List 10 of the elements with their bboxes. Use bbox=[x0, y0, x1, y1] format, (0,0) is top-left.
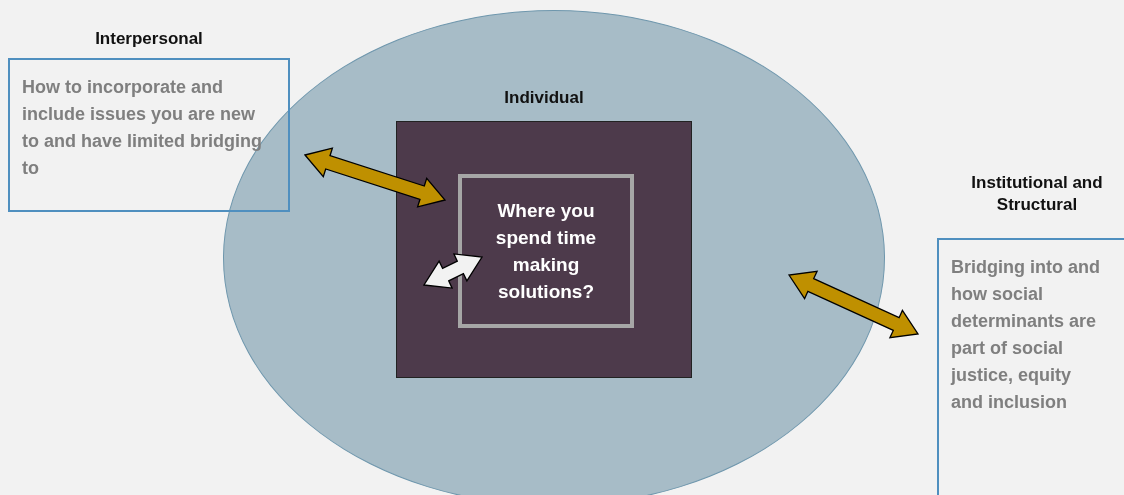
box-text: Where you spend time making solutions? bbox=[494, 199, 598, 304]
body-text: Bridging into and how social determinants are part of social justice, equity and inclusion bbox=[951, 256, 1101, 414]
double-arrow bbox=[422, 253, 484, 289]
double-arrow bbox=[303, 147, 447, 208]
heading: Interpersonal bbox=[94, 28, 204, 50]
heading: Individual bbox=[503, 87, 585, 109]
body-text: How to incorporate and include issues you are new to and have limited bridging to bbox=[22, 76, 263, 180]
inner-box bbox=[458, 174, 634, 328]
heading: Institutional and Structural bbox=[970, 172, 1104, 216]
double-arrow bbox=[787, 270, 920, 339]
